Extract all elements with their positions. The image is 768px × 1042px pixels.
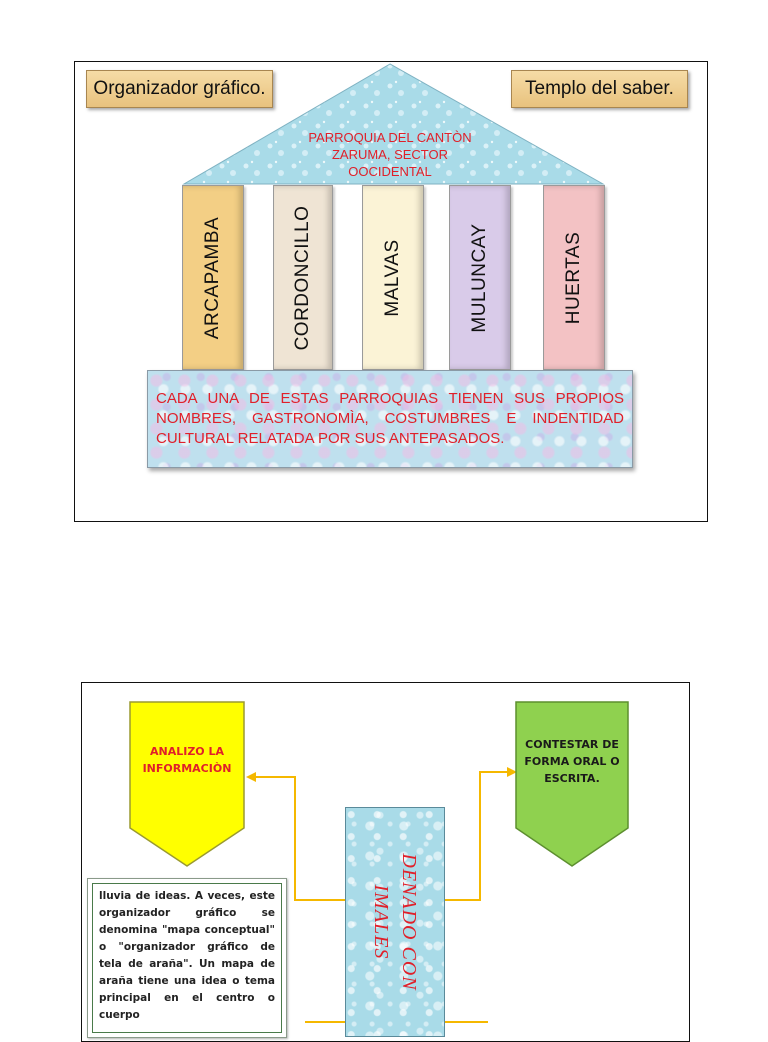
column-arcapamba: ARCAPAMBA [182,185,244,370]
center-concept-text: DENADO CON IMALES [367,853,423,990]
temple-roof [182,63,605,185]
roof-title: PARROQUIA DEL CANTÒN ZARUMA, SECTOR OOCI… [290,129,490,180]
roof-line-2: ZARUMA, SECTOR [331,147,449,162]
temple-label: Templo del saber. [511,70,688,108]
column-huertas: HUERTAS [543,185,605,370]
column-cordoncillo: CORDONCILLO [273,185,333,370]
answer-shield: CONTESTAR DE FORMA ORAL O ESCRITA. [514,736,630,787]
center-line-2: IMALES [370,884,392,960]
answer-line-3: ESCRITA. [544,772,600,785]
roof-line-3: OOCIDENTAL [348,164,432,179]
temple-label-text: Templo del saber. [525,78,674,99]
analyze-shield: ANALIZO LA INFORMACIÒN [128,743,246,777]
organizer-label: Organizador gráfico. [86,70,273,108]
answer-line-1: CONTESTAR DE [525,738,619,751]
column-malvas: MALVAS [362,185,424,370]
roof-line-1: PARROQUIA DEL CANTÒN [308,130,472,145]
organizer-label-text: Organizador gráfico. [93,78,266,99]
analyze-line-1: ANALIZO LA [149,745,224,758]
answer-shield-shape [515,701,629,867]
base-text: CADA UNA DE ESTAS PARROQUIAS TIENEN SUS … [156,390,624,447]
brainstorm-info-box: lluvia de ideas. A veces, este organizad… [87,878,287,1038]
center-line-1: DENADO CON [398,853,420,991]
answer-line-2: FORMA ORAL O [524,755,620,768]
analyze-line-2: INFORMACIÒN [142,762,232,775]
column-muluncay: MULUNCAY [449,185,511,370]
brainstorm-info-text: lluvia de ideas. A veces, este organizad… [92,883,282,1033]
analyze-shield-shape [129,701,245,867]
temple-base: CADA UNA DE ESTAS PARROQUIAS TIENEN SUS … [147,370,633,468]
center-concept-column: DENADO CON IMALES [345,807,445,1037]
